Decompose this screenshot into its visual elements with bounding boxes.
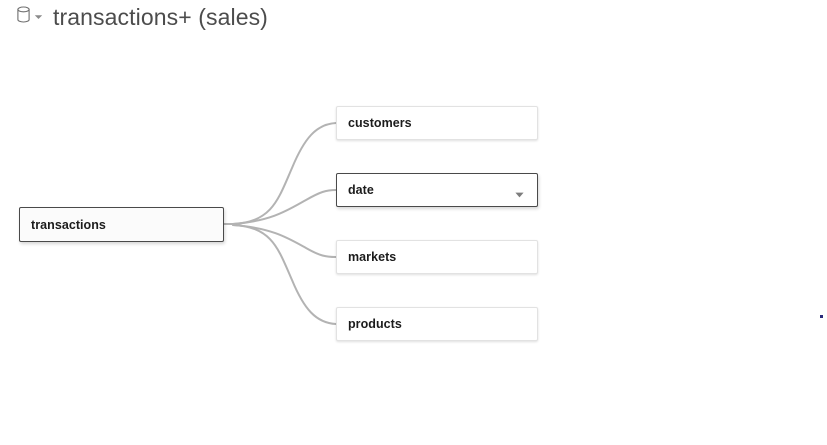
graph-node-markets[interactable]: markets	[336, 240, 538, 274]
node-label: products	[348, 317, 402, 331]
chevron-down-icon[interactable]	[515, 187, 524, 198]
node-label: date	[348, 183, 374, 197]
graph-node-date[interactable]: date	[336, 173, 538, 207]
graph-node-products[interactable]: products	[336, 307, 538, 341]
edge-to-date	[232, 189, 337, 225]
selection-dot	[820, 315, 823, 318]
database-icon	[16, 5, 31, 29]
chevron-down-icon	[34, 8, 43, 26]
database-selector[interactable]	[16, 5, 50, 29]
edge-to-products	[232, 224, 337, 325]
graph-node-transactions[interactable]: transactions	[19, 207, 224, 242]
page-title: transactions+ (sales)	[53, 4, 268, 30]
edge-to-customers	[232, 122, 337, 225]
edge-to-markets	[232, 224, 337, 258]
node-label: transactions	[31, 217, 106, 232]
node-label: markets	[348, 250, 397, 264]
graph-node-customers[interactable]: customers	[336, 106, 538, 140]
node-label: customers	[348, 116, 412, 130]
